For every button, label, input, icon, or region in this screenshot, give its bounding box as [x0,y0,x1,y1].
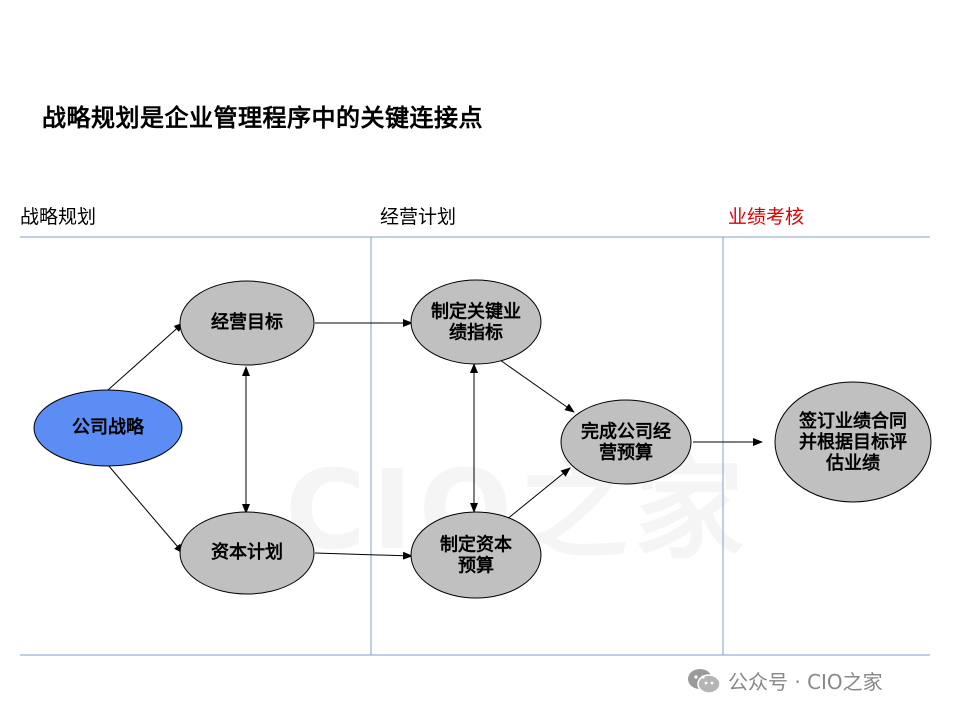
page-title: 战略规划是企业管理程序中的关键连接点 [42,104,483,132]
node-label-line: 估业绩 [825,452,880,474]
node-strategy: 公司战略 [33,389,183,467]
arrow-capital-to-budget [314,551,413,560]
node-performance-eval: 签订业绩合同并根据目标评估业绩 [774,381,932,503]
column-header-performance: 业绩考核 [728,206,805,228]
node-label-line: 签订业绩合同 [798,410,907,432]
node-kpi: 制定关键业绩指标 [410,279,542,365]
wechat-icon [688,668,721,694]
node-capital-plan-label: 资本计划 [211,541,283,563]
arrow-kpi-to-opbudget [499,359,575,413]
node-label-line: 完成公司经 [581,421,671,443]
node-label-line: 制定关键业 [431,301,521,323]
node-business-goal-label: 经营目标 [211,311,283,333]
column-header-operation-plan: 经营计划 [380,206,457,228]
node-strategy-label: 公司战略 [72,416,145,438]
arrow-strategy-to-capital [107,464,184,554]
footer-text: 公众号 · CIO之家 [728,670,883,694]
node-business-goal: 经营目标 [179,280,315,366]
node-kpi-label: 制定关键业绩指标 [431,301,521,344]
footer-wechat-account: 公众号 · CIO之家 [686,666,883,695]
column-header-strategy: 战略规划 [20,206,97,228]
node-label-line: 预算 [458,555,494,577]
node-operating-budget: 完成公司经营预算 [560,399,692,485]
node-label-line: 营预算 [599,442,653,464]
node-label-line: 制定资本 [440,534,512,556]
node-label-line: 并根据目标评 [799,431,907,453]
node-label-line: 绩指标 [449,322,503,344]
node-capital-budget-label: 制定资本预算 [440,534,512,577]
node-performance-eval-label: 签订业绩合同并根据目标评估业绩 [798,410,907,474]
node-operating-budget-label: 完成公司经营预算 [581,421,671,464]
arrow-budget-to-opbudget [505,467,571,521]
node-capital-budget: 制定资本预算 [410,511,542,599]
arrow-strategy-to-goal [107,322,184,391]
node-capital-plan: 资本计划 [179,511,315,595]
